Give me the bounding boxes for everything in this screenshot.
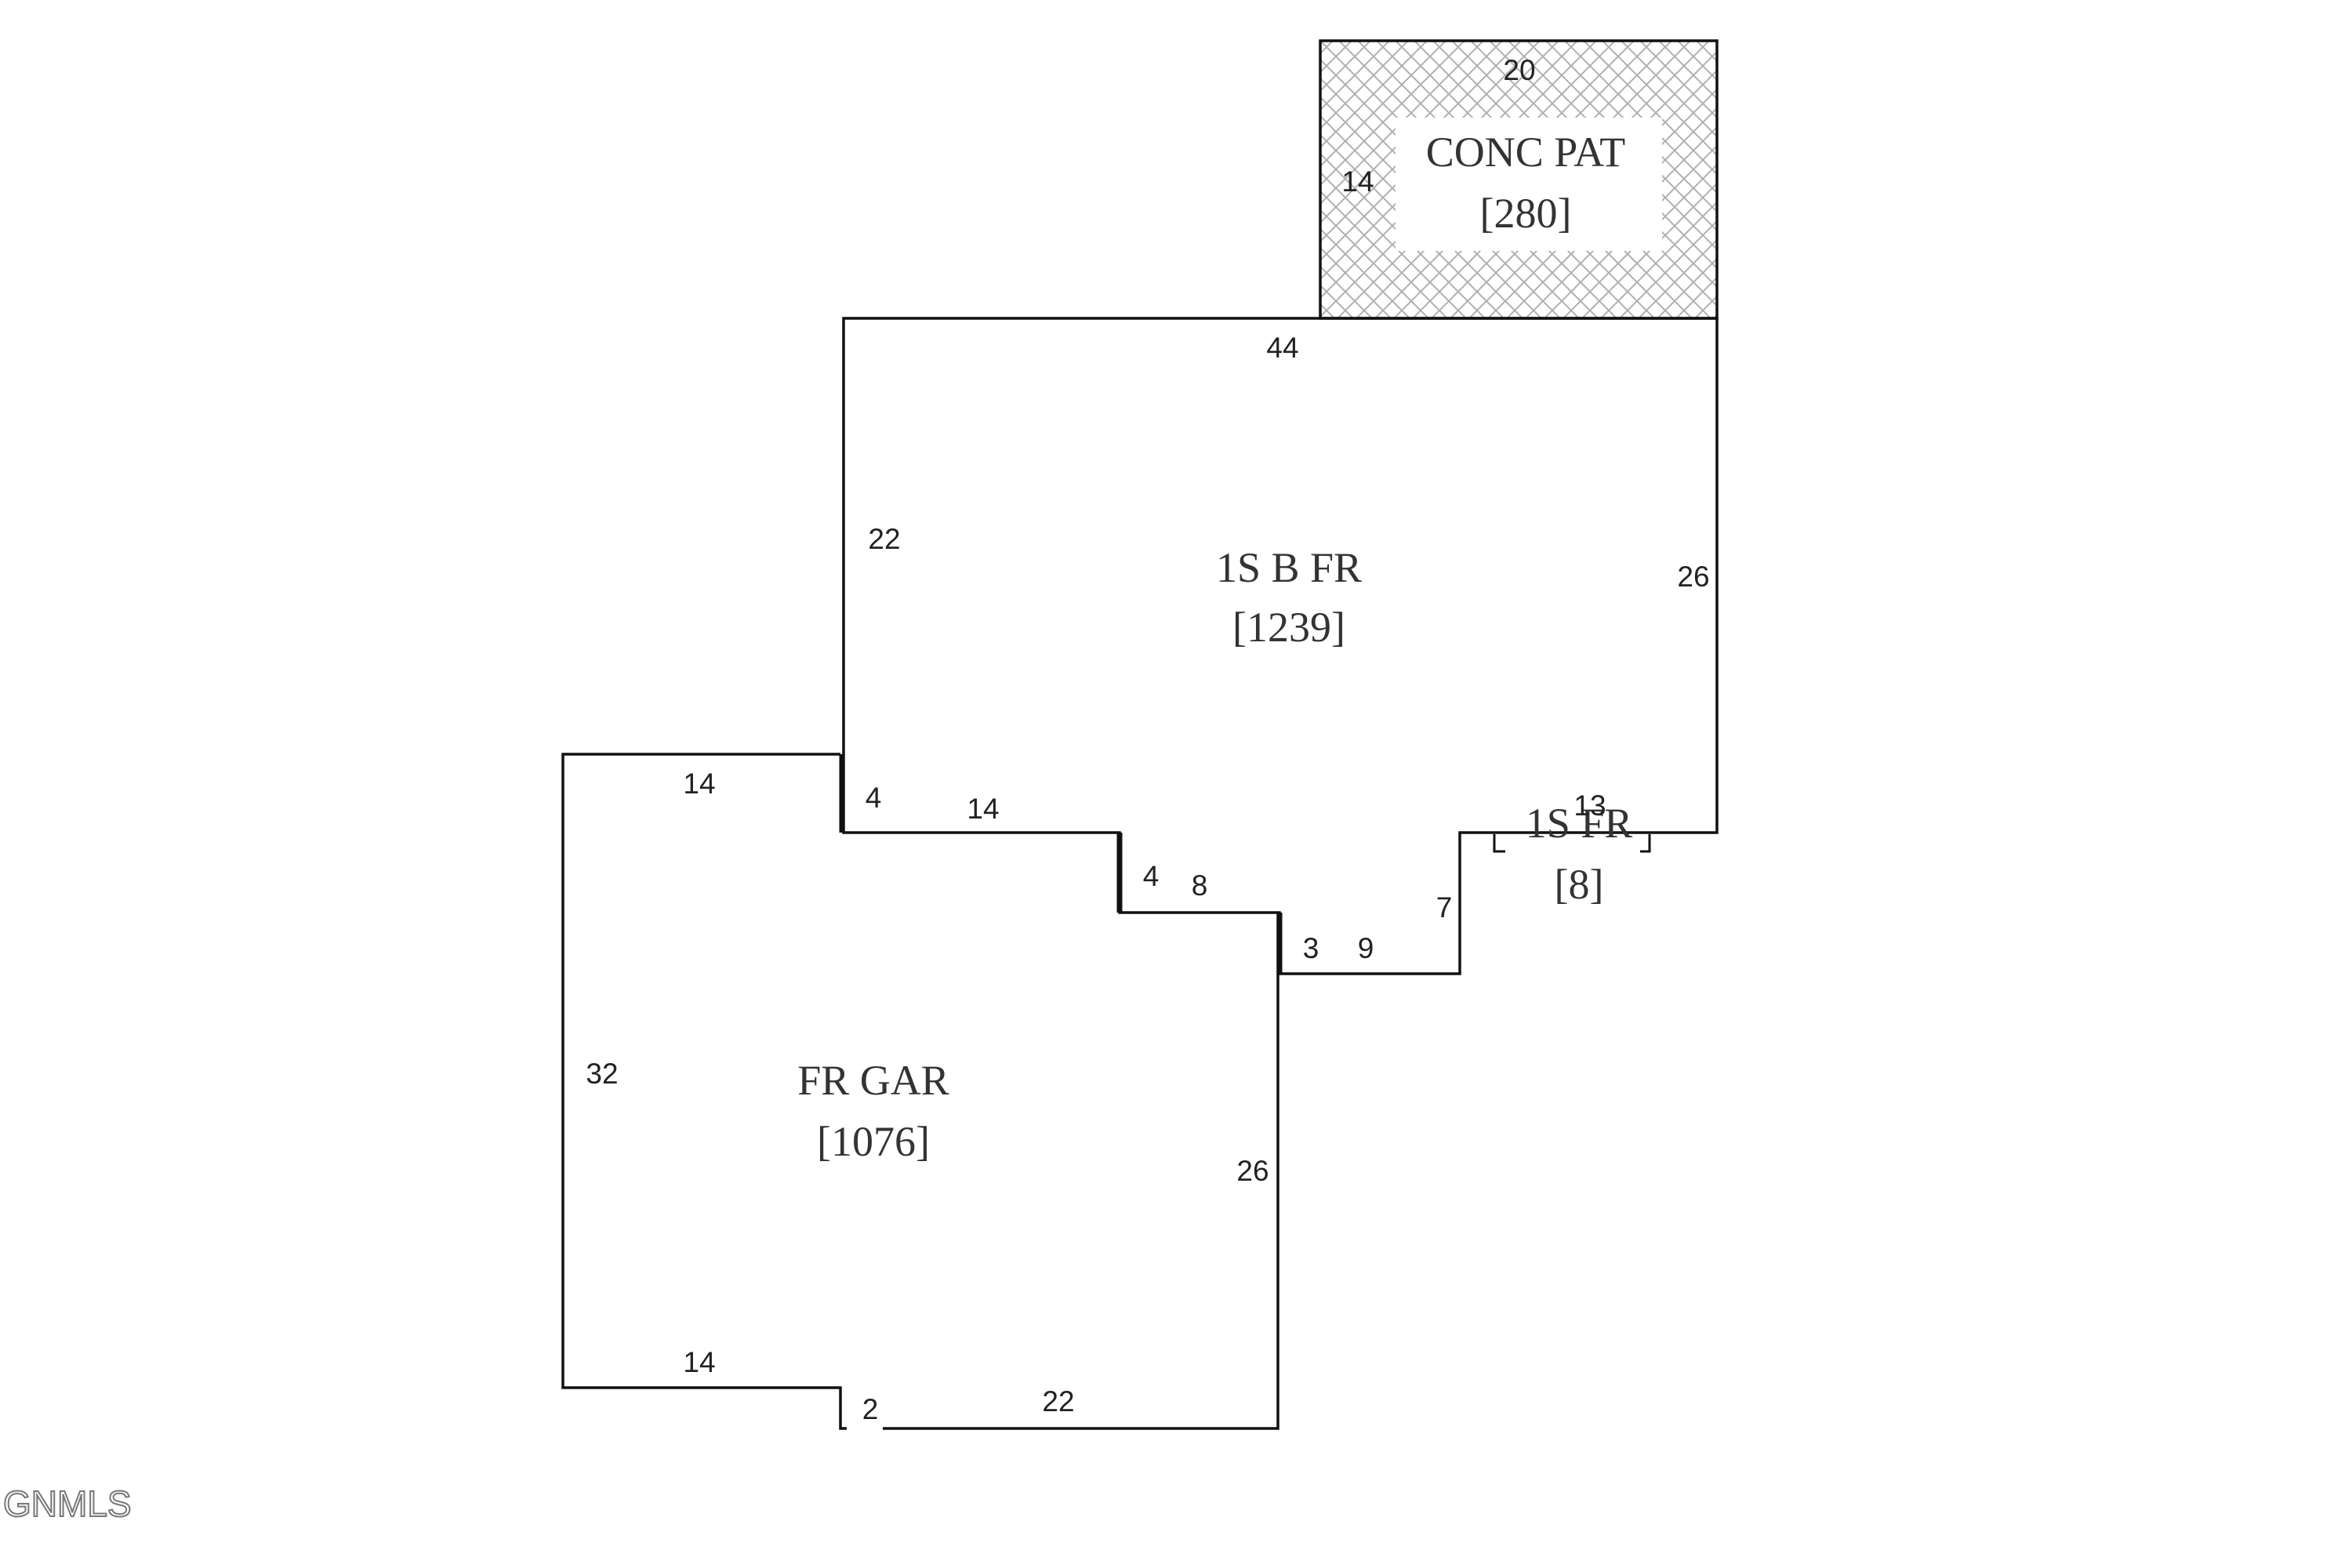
patio-name: CONC PAT — [1426, 129, 1626, 176]
main-floor-area-value: [1239] — [1232, 604, 1345, 651]
dim-small-top: 13 — [1573, 789, 1606, 822]
garage-door-gap — [847, 1419, 883, 1433]
main-floor-area: 1S B FR [1239] 44 22 26 4 14 4 8 3 9 7 — [842, 317, 1719, 975]
patio-label-backdrop — [1396, 118, 1662, 251]
patio-area: CONC PAT [280] 20 14 — [1319, 39, 1719, 320]
small-bumpout-area: 1S FR [8] 13 — [1493, 789, 1651, 908]
dim-patio-top: 20 — [1503, 54, 1535, 86]
dim-main-right: 26 — [1677, 561, 1709, 593]
garage-area: FR GAR [1076] 14 32 26 14 2 22 — [561, 753, 1283, 1433]
small-bumpout-name: 1S FR — [1526, 800, 1633, 847]
dim-main-left: 22 — [868, 523, 900, 555]
dim-main-top: 44 — [1266, 332, 1298, 364]
dim-garage-left: 32 — [586, 1058, 618, 1090]
dim-main-bottom-c: 9 — [1358, 932, 1374, 964]
dim-main-step-mid-b: 3 — [1303, 932, 1319, 964]
dim-garage-step: 2 — [862, 1393, 879, 1425]
dim-main-step-right: 7 — [1436, 891, 1453, 924]
dim-main-step-mid-a: 4 — [1143, 860, 1160, 892]
garage-outline — [561, 753, 1279, 1430]
dim-main-bottom-a: 14 — [967, 793, 999, 825]
garage-name: FR GAR — [797, 1057, 949, 1104]
patio-area-value: [280] — [1480, 190, 1572, 237]
main-floor-name: 1S B FR — [1216, 544, 1362, 591]
dim-garage-bottom-right: 22 — [1042, 1385, 1074, 1417]
watermark-logo: GNMLS — [3, 1483, 132, 1524]
dim-garage-top: 14 — [683, 768, 715, 800]
dim-patio-left: 14 — [1341, 165, 1374, 198]
dim-garage-right: 26 — [1236, 1155, 1269, 1187]
dim-garage-bottom-left: 14 — [683, 1346, 715, 1378]
dim-main-bottom-b: 8 — [1192, 869, 1208, 902]
garage-area-value: [1076] — [817, 1118, 930, 1165]
dim-main-step-left: 4 — [866, 782, 882, 814]
small-bumpout-area-value: [8] — [1555, 861, 1604, 908]
small-bumpout-outline — [1493, 834, 1651, 853]
